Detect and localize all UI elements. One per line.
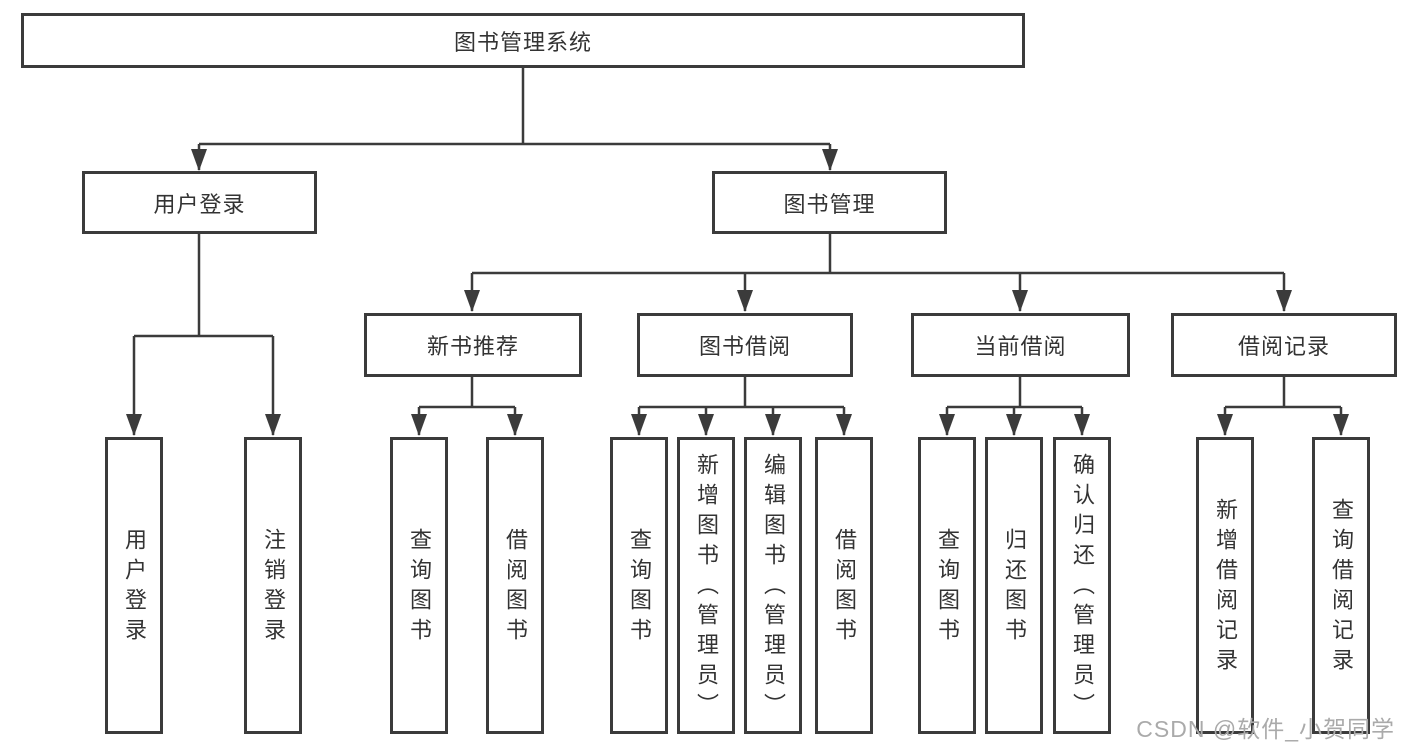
- leaf-query-borrow-record: 查询借阅记录: [1312, 437, 1370, 734]
- leaf-borrow-books-1: 借阅图书: [486, 437, 544, 734]
- leaf-label: 编辑图书（管理员）: [761, 452, 786, 723]
- node-label: 图书管理系统: [453, 29, 592, 55]
- leaf-label: 查询借阅记录: [1329, 497, 1354, 678]
- csdn-watermark: CSDN @软件_小贺同学: [1136, 716, 1395, 742]
- leaf-borrow-books-2: 借阅图书: [815, 437, 873, 734]
- node-current-borrow: 当前借阅: [911, 313, 1130, 377]
- leaf-label: 借阅图书: [832, 527, 857, 648]
- leaf-label: 借阅图书: [503, 527, 528, 648]
- leaf-query-books-1: 查询图书: [390, 437, 448, 734]
- leaf-label: 查询图书: [407, 527, 432, 648]
- leaf-return-book: 归还图书: [985, 437, 1043, 734]
- connector-borrow-records-children: [1225, 377, 1341, 409]
- node-book-borrow: 图书借阅: [637, 313, 853, 377]
- node-label: 图书管理: [783, 191, 876, 217]
- connector-new-book-recommend-children: [419, 377, 515, 409]
- leaf-label: 查询图书: [935, 527, 960, 648]
- node-label: 图书借阅: [698, 334, 791, 359]
- node-label: 借阅记录: [1237, 334, 1330, 359]
- connector-book-borrow-children: [639, 377, 844, 409]
- leaf-label: 归还图书: [1002, 527, 1027, 648]
- leaf-label: 新增图书（管理员）: [694, 452, 719, 723]
- leaf-add-borrow-record: 新增借阅记录: [1196, 437, 1254, 734]
- leaf-label: 确认归还（管理员）: [1070, 452, 1095, 723]
- connector-book-management-children: [472, 234, 1284, 275]
- leaf-confirm-return-admin: 确认归还（管理员）: [1053, 437, 1111, 734]
- node-user-login: 用户登录: [82, 171, 317, 234]
- node-label: 当前借阅: [974, 334, 1067, 359]
- leaf-label: 注销登录: [261, 527, 286, 648]
- leaf-user-login: 用户登录: [105, 437, 163, 734]
- leaf-label: 查询图书: [627, 527, 652, 648]
- node-library-management-system: 图书管理系统: [21, 13, 1025, 68]
- node-borrow-records: 借阅记录: [1171, 313, 1397, 377]
- leaf-query-books-2: 查询图书: [610, 437, 668, 734]
- leaf-logout: 注销登录: [244, 437, 302, 734]
- leaf-label: 用户登录: [122, 527, 147, 648]
- leaf-add-book-admin: 新增图书（管理员）: [677, 437, 735, 734]
- connector-current-borrow-children: [947, 377, 1082, 409]
- leaf-edit-book-admin: 编辑图书（管理员）: [744, 437, 802, 734]
- leaf-query-books-3: 查询图书: [918, 437, 976, 734]
- node-new-book-recommend: 新书推荐: [364, 313, 582, 377]
- connector-user-login-children: [134, 234, 273, 338]
- node-book-management: 图书管理: [712, 171, 947, 234]
- connector-root-to-level2: [199, 68, 830, 146]
- node-label: 用户登录: [153, 191, 246, 217]
- leaf-label: 新增借阅记录: [1213, 497, 1238, 678]
- node-label: 新书推荐: [426, 334, 519, 359]
